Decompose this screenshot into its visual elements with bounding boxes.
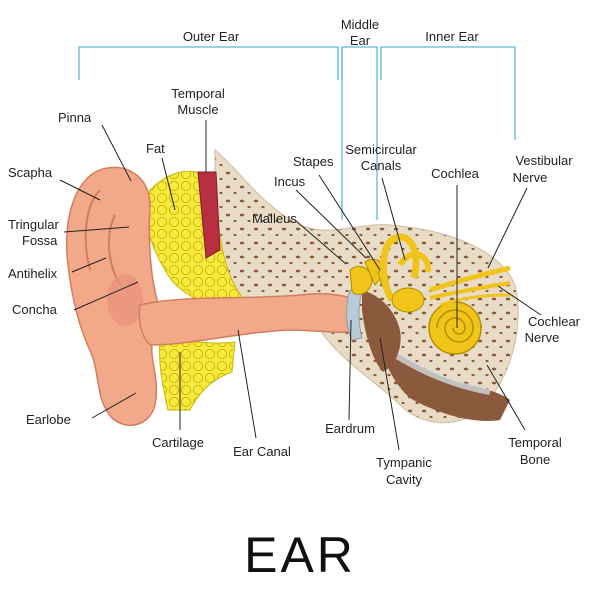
label-concha: Concha xyxy=(12,302,58,317)
label-semicircular-line1: Semicircular xyxy=(345,142,417,157)
label-tympanic-line2: Cavity xyxy=(386,472,423,487)
ear-canal-shape xyxy=(138,293,361,346)
label-temporal-muscle-line1: Temporal xyxy=(171,86,225,101)
label-antihelix: Antihelix xyxy=(8,266,58,281)
label-cochlear-nerve-line1: Cochlear xyxy=(528,314,581,329)
temporal-muscle-shape xyxy=(197,171,221,259)
label-semicircular-line2: Canals xyxy=(361,158,402,173)
label-incus: Incus xyxy=(274,174,306,189)
label-scapha: Scapha xyxy=(8,165,53,180)
tympanic-cavity-shape xyxy=(362,290,401,372)
label-fat: Fat xyxy=(146,141,165,156)
diagram-title: EAR xyxy=(244,527,356,583)
label-cartilage: Cartilage xyxy=(152,435,204,450)
label-vestibular-line1: Vestibular xyxy=(515,153,573,168)
nerve-bundles xyxy=(429,265,511,307)
leader-lines xyxy=(59,120,542,451)
middle-ear-bracket xyxy=(341,46,378,220)
label-outer-ear: Outer Ear xyxy=(183,29,240,44)
label-temporal-muscle-line2: Muscle xyxy=(177,102,218,117)
label-pinna: Pinna xyxy=(58,110,92,125)
label-vestibular-line2: Nerve xyxy=(513,170,548,185)
label-malleus: Malleus xyxy=(252,211,297,226)
label-inner-ear: Inner Ear xyxy=(425,29,479,44)
label-earlobe: Earlobe xyxy=(26,412,71,427)
cochlea-shape xyxy=(428,301,482,355)
label-temporal-bone-line2: Bone xyxy=(520,452,550,467)
outer-ear-bracket xyxy=(78,46,339,80)
semicircular-canals-shape xyxy=(379,233,432,313)
label-stapes: Stapes xyxy=(293,154,334,169)
label-cochlea: Cochlea xyxy=(431,166,479,181)
label-ear-canal: Ear Canal xyxy=(233,444,291,459)
label-fossa-line1: Tringular xyxy=(8,217,59,232)
label-middle-ear-line2: Ear xyxy=(350,33,371,48)
label-middle-ear-line1: Middle xyxy=(341,17,379,32)
label-tympanic-line1: Tympanic xyxy=(376,455,432,470)
inner-ear-bracket xyxy=(380,46,516,140)
label-temporal-bone-line1: Temporal xyxy=(508,435,562,450)
label-eardrum: Eardrum xyxy=(325,421,375,436)
label-cochlear-nerve-line2: Nerve xyxy=(525,330,560,345)
label-fossa-line2: Fossa xyxy=(22,233,58,248)
